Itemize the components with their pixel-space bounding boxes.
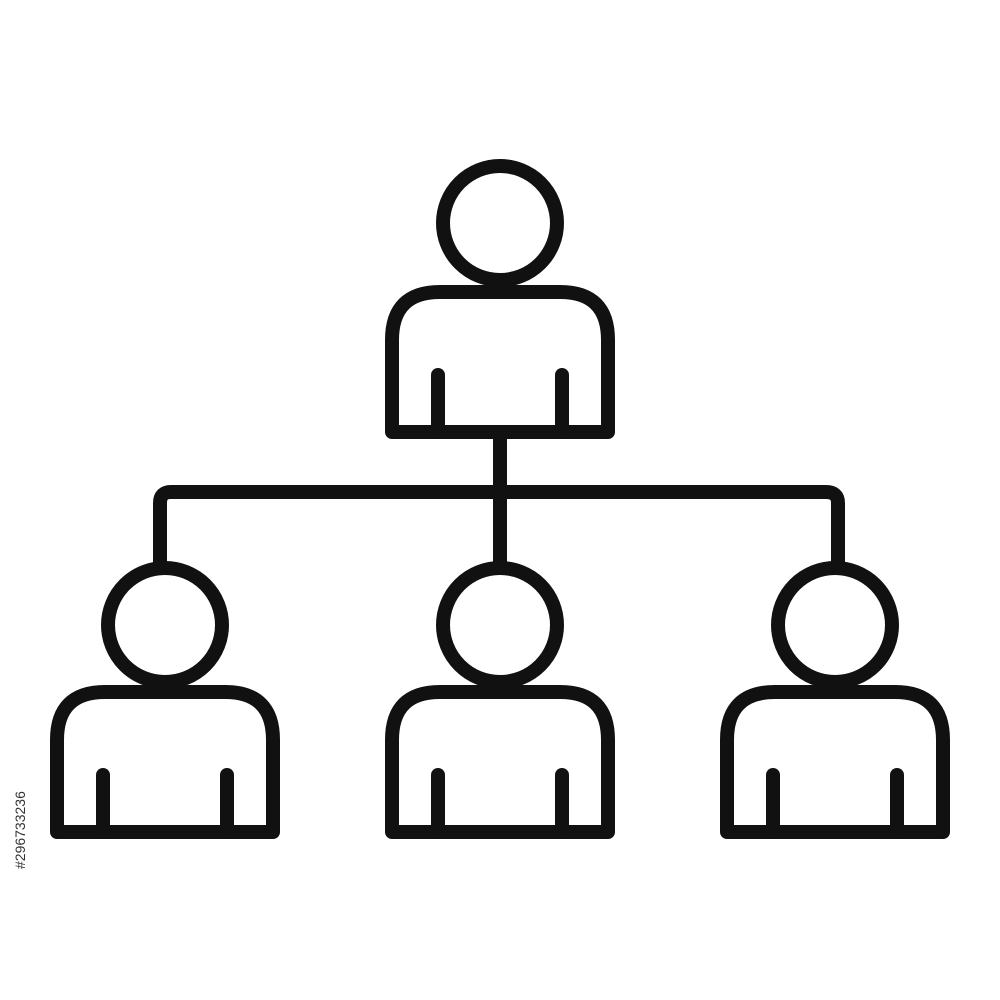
person-head — [436, 561, 564, 689]
person-head — [771, 561, 899, 689]
person-icon — [720, 561, 950, 839]
person-head — [101, 561, 229, 689]
person-body — [385, 285, 615, 439]
stock-id-label: #296733236 — [12, 791, 28, 869]
person-head — [436, 159, 564, 287]
person-body — [50, 685, 280, 839]
person-icon — [385, 159, 615, 439]
person-icon — [385, 561, 615, 839]
person-body — [720, 685, 950, 839]
connector-lines — [153, 425, 845, 572]
person-body — [385, 685, 615, 839]
person-icon — [50, 561, 280, 839]
